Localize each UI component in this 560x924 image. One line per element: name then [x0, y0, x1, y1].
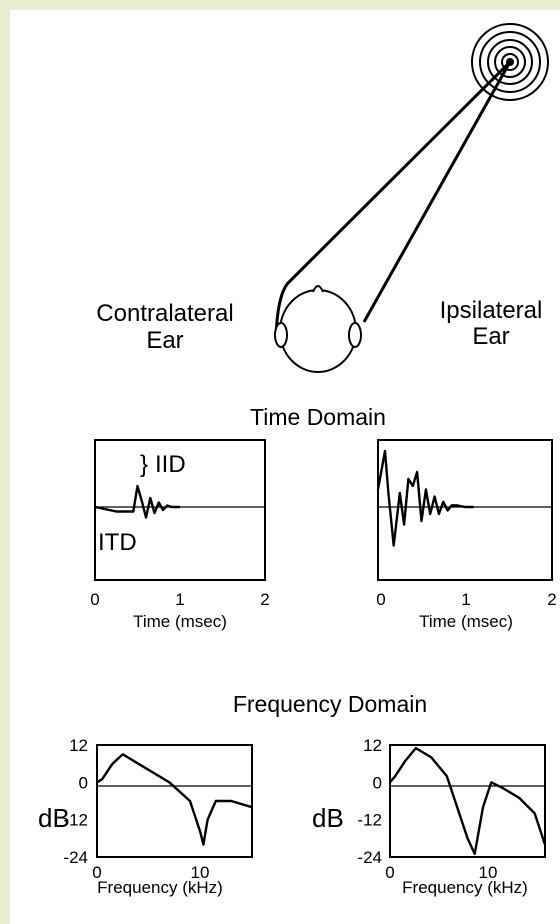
source-ring-3 — [487, 39, 533, 85]
head-icon — [274, 285, 362, 373]
db-axis-label: dB — [38, 803, 70, 833]
left-ear — [274, 322, 288, 348]
source-ring-2 — [479, 31, 541, 93]
frequency-domain-title: Frequency Domain — [233, 691, 427, 717]
ipsilateral-label-line1: Ipsilateral — [440, 297, 543, 324]
source-ring-1 — [471, 23, 549, 101]
db-axis-label: dB — [312, 803, 344, 833]
iid-brace: } — [140, 451, 148, 478]
itd-label: ITD — [98, 529, 137, 556]
time-domain-title: Time Domain — [250, 404, 386, 430]
y-tick-label: -24 — [63, 848, 88, 867]
y-tick-label: -24 — [357, 848, 382, 867]
x-tick-label: 2 — [547, 590, 556, 609]
transfer-function-line — [389, 746, 547, 856]
plot-frame — [96, 744, 253, 858]
ipsilateral-label-line2: Ear — [472, 323, 509, 350]
impulse-response-line — [376, 449, 474, 547]
y-tick-label: 12 — [69, 736, 88, 755]
y-tick-label: 0 — [373, 773, 382, 792]
y-tick-label: -12 — [63, 811, 88, 830]
plot-frame — [94, 439, 266, 581]
impulse-response-line — [94, 484, 180, 519]
nose — [312, 285, 324, 293]
x-axis-label: Frequency (kHz) — [402, 878, 528, 897]
contralateral-label-line1: Contralateral — [96, 300, 233, 327]
y-tick-label: 12 — [363, 736, 382, 755]
contralateral-label-line2: Ear — [146, 327, 183, 354]
x-axis-label: Frequency (kHz) — [97, 878, 223, 897]
y-tick-label: 0 — [79, 773, 88, 792]
x-tick-label: 0 — [90, 590, 99, 609]
figure-paper — [10, 10, 560, 924]
y-tick-label: -12 — [357, 811, 382, 830]
x-tick-label: 10 — [479, 863, 498, 882]
right-ear — [348, 322, 362, 348]
x-axis-label: Time (msec) — [133, 612, 227, 631]
x-tick-label: 2 — [260, 590, 269, 609]
ipsilateral-path — [362, 61, 512, 323]
plot-frame — [389, 744, 546, 858]
x-tick-label: 0 — [385, 863, 394, 882]
source-ring-5 — [501, 53, 519, 71]
head-outline — [279, 289, 357, 373]
x-tick-label: 1 — [175, 590, 184, 609]
plot-frame — [377, 439, 553, 581]
x-axis-label: Time (msec) — [419, 612, 513, 631]
source-ring-4 — [494, 46, 526, 78]
iid-label: IID — [155, 451, 186, 478]
x-tick-label: 10 — [191, 863, 210, 882]
x-tick-label: 1 — [461, 590, 470, 609]
x-tick-label: 0 — [376, 590, 385, 609]
transfer-function-line — [96, 753, 253, 846]
x-tick-label: 0 — [92, 863, 101, 882]
